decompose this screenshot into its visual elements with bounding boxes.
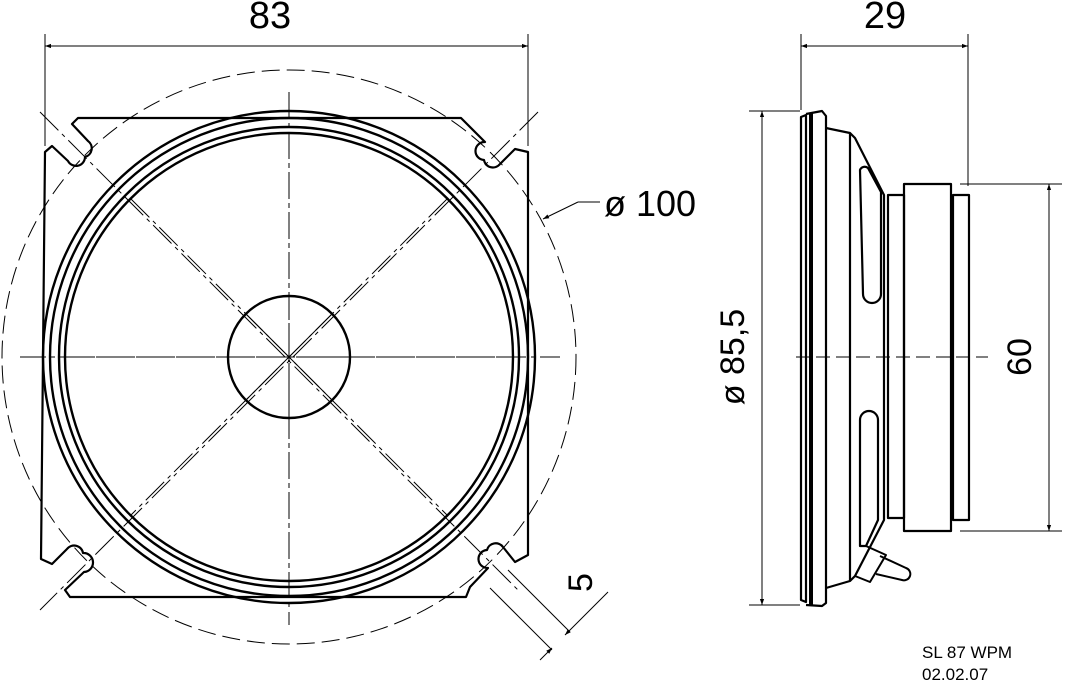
dimension-bolt-circle [542,201,600,220]
dimension-label-29: 29 [864,0,906,37]
magnet-plate-back [951,193,971,522]
dimension-label-83: 83 [249,0,291,37]
terminal [854,545,887,583]
model-label: SL 87 WPM [922,643,1013,662]
dimension-magnet-diameter [960,183,1062,532]
front-view: 83 ø 100 5 [1,0,696,661]
dimension-frame-width [44,34,529,146]
mounting-frame [39,116,530,599]
date-label: 02.02.07 [922,665,989,684]
dimension-label-85-5: ø 85,5 [714,309,752,405]
basket-slot-upper [858,165,883,305]
dimension-depth [800,34,969,186]
flange [799,113,808,604]
dimension-basket-diameter [749,110,800,606]
dimension-slot-width [489,569,609,661]
title-block: SL 87 WPM 02.02.07 [922,642,1012,686]
dimension-label-60: 60 [1001,338,1039,376]
side-view [796,109,988,608]
basket-slot-lower [858,409,880,548]
basket [825,126,886,590]
dimension-label-5: 5 [562,573,600,592]
magnet [902,182,953,533]
bolt-circle [1,69,577,645]
dimension-label-100: ø 100 [604,183,696,224]
